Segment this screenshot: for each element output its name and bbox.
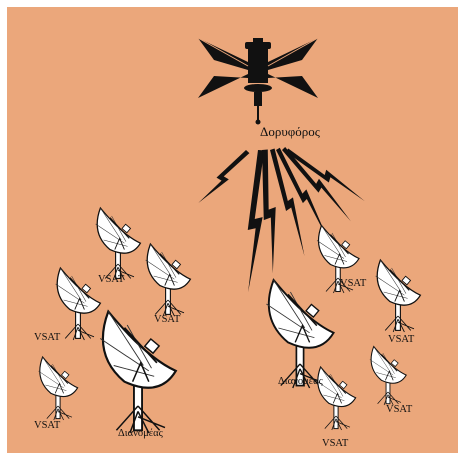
hub-label: Διανομέας xyxy=(118,428,164,439)
vsat-label: VSAT xyxy=(34,420,61,431)
satellite-label: Δορυφόρος xyxy=(260,124,321,139)
vsat-label: VSAT xyxy=(98,274,125,285)
vsat-label: VSAT xyxy=(386,404,413,415)
vsat-label: VSAT xyxy=(154,314,181,325)
vsat-label: VSAT xyxy=(34,332,61,343)
vsat-label: VSAT xyxy=(340,278,367,289)
vsat-label: VSAT xyxy=(322,438,349,449)
vsat-label: VSAT xyxy=(388,334,415,345)
hub-label: Διανομέας xyxy=(278,376,324,387)
